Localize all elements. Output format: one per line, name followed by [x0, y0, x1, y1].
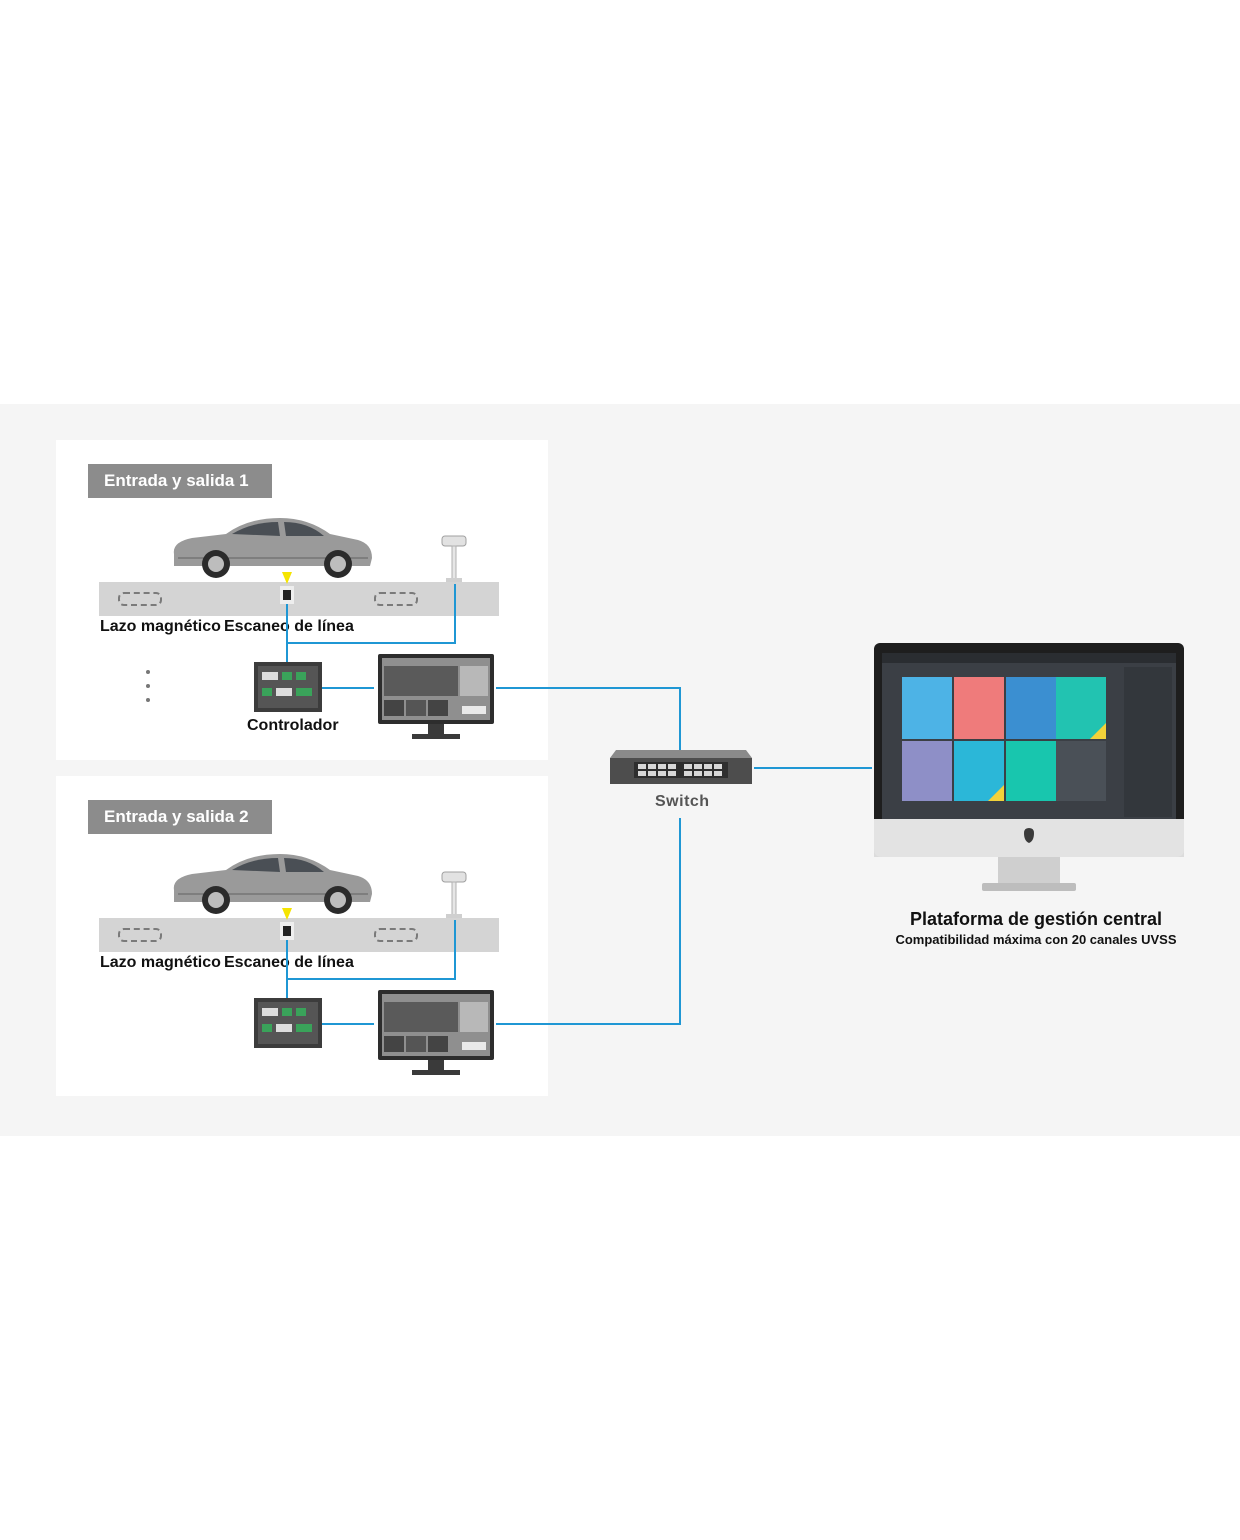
- controller-label: Controlador: [247, 717, 339, 734]
- link-line: [286, 642, 456, 644]
- line-scanner-icon: [280, 572, 294, 604]
- group-title-1: Entrada y salida 1: [88, 464, 272, 498]
- camera-icon: [441, 535, 467, 582]
- road-1: [99, 582, 499, 616]
- magnetic-loop-icon: [374, 928, 418, 942]
- scan-label: Escaneo de línea: [224, 954, 354, 971]
- link-line: [286, 978, 456, 980]
- more-groups-ellipsis: [146, 670, 150, 712]
- controller-icon: [254, 998, 322, 1048]
- magnetic-loop-icon: [118, 928, 162, 942]
- imac-icon: [874, 643, 1184, 891]
- link-line: [286, 940, 288, 1000]
- loop-label: Lazo magnético: [100, 954, 221, 971]
- magnetic-loop-icon: [374, 592, 418, 606]
- controller-icon: [254, 662, 322, 712]
- monitor-icon: [378, 990, 494, 1075]
- monitor-icon: [378, 654, 494, 739]
- scan-label: Escaneo de línea: [224, 618, 354, 635]
- link-line: [496, 1023, 681, 1025]
- loop-label: Lazo magnético: [100, 618, 221, 635]
- magnetic-loop-icon: [118, 592, 162, 606]
- platform-subtitle: Compatibilidad máxima con 20 canales UVS…: [895, 932, 1177, 947]
- switch-icon: [610, 750, 752, 784]
- camera-icon: [441, 871, 467, 918]
- platform-title: Plataforma de gestión central: [909, 909, 1163, 929]
- link-line: [322, 687, 374, 689]
- link-line: [454, 920, 456, 980]
- link-line: [454, 584, 456, 644]
- link-line: [754, 767, 872, 769]
- car-icon: [173, 518, 372, 578]
- platform-caption: Plataforma de gestión central Compatibil…: [874, 905, 1198, 955]
- road-2: [99, 918, 499, 952]
- line-scanner-icon: [280, 908, 294, 940]
- link-line: [496, 687, 681, 689]
- link-line: [286, 604, 288, 664]
- link-line: [679, 818, 681, 1025]
- link-line: [322, 1023, 374, 1025]
- group-title-2: Entrada y salida 2: [88, 800, 272, 834]
- link-line: [679, 687, 681, 751]
- car-icon: [173, 854, 372, 914]
- switch-label: Switch: [655, 793, 710, 810]
